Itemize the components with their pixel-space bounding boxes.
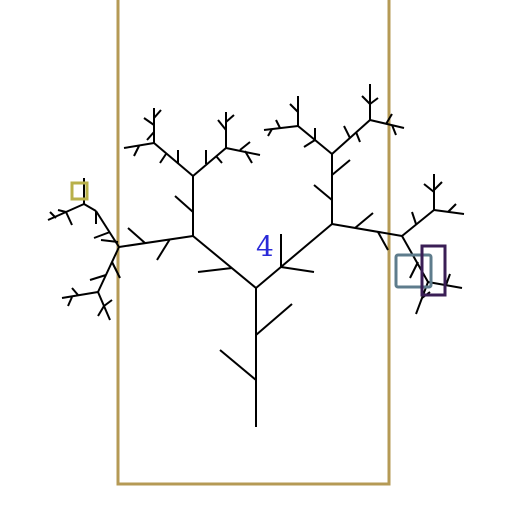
branch-stub <box>377 231 389 251</box>
branch-stub <box>217 119 227 131</box>
branch-stub <box>369 97 379 105</box>
branch-stub <box>280 266 315 273</box>
number-label: 4 <box>256 230 274 263</box>
branch-segment <box>401 209 435 237</box>
branch-stub <box>65 211 73 226</box>
branch-stub <box>267 128 273 137</box>
branch-stub <box>447 203 457 213</box>
branch-stub <box>146 131 155 141</box>
branch-stub <box>153 109 162 119</box>
branch-stub <box>103 299 113 307</box>
branch-segment <box>225 147 261 156</box>
branch-stub <box>433 181 443 191</box>
branch-stub <box>127 227 146 244</box>
branch-stub <box>57 209 67 213</box>
branch-stub <box>409 261 419 279</box>
branch-stub <box>239 141 251 151</box>
branch-stub <box>331 159 351 176</box>
branch-stub <box>111 261 121 279</box>
branch-stub <box>385 113 393 125</box>
branch-segment <box>331 223 403 237</box>
small-yellow-box <box>70 181 89 201</box>
branch-stub <box>133 145 140 157</box>
branch-segment <box>192 235 257 289</box>
branch-stub <box>156 238 171 261</box>
branch-segment <box>153 142 194 177</box>
branch-stub <box>289 103 299 113</box>
branch-stub <box>313 184 333 201</box>
branch-stub <box>197 267 233 273</box>
branch-stub <box>97 305 105 317</box>
branch-stub <box>143 117 155 126</box>
branch-segment <box>192 147 227 177</box>
branch-segment <box>118 235 194 248</box>
branch-stub <box>100 239 119 243</box>
branch-segment <box>83 203 97 212</box>
fractal-tree <box>47 84 465 427</box>
branch-segment <box>97 246 120 293</box>
branch-stub <box>89 274 107 281</box>
branch-segment <box>61 291 99 299</box>
purple-box <box>420 244 447 297</box>
branch-stub <box>255 303 293 336</box>
branch-stub <box>244 150 253 164</box>
branch-stub <box>355 131 361 143</box>
branch-stub <box>219 349 257 381</box>
branch-segment <box>401 235 429 283</box>
branch-stub <box>215 155 223 164</box>
branch-stub <box>391 124 397 136</box>
branch-stub <box>411 211 417 225</box>
branch-stub <box>361 95 371 105</box>
branch-stub <box>93 231 111 239</box>
branch-stub <box>159 153 167 164</box>
branch-segment <box>123 142 155 149</box>
branch-stub <box>225 114 235 123</box>
branch-segment <box>255 223 333 289</box>
branch-stub <box>71 287 79 296</box>
teal-box <box>394 253 433 289</box>
branch-segment <box>263 125 299 131</box>
branch-stub <box>423 183 435 193</box>
branch-stub <box>303 139 316 148</box>
branch-stub <box>67 296 73 307</box>
branch-stub <box>343 125 351 139</box>
branch-stub <box>354 212 374 229</box>
branch-stub <box>174 195 194 213</box>
branch-stub <box>49 211 57 219</box>
branch-stub <box>275 119 281 129</box>
branch-stub <box>445 273 451 286</box>
branch-segment <box>331 119 371 155</box>
outer-frame <box>116 0 391 486</box>
